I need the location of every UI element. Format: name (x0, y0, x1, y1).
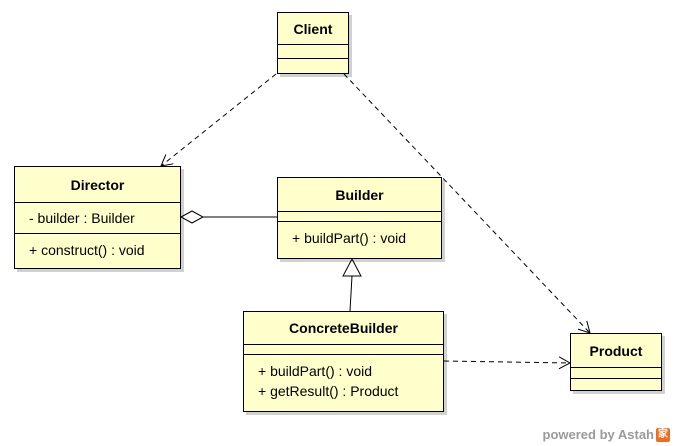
class-operations-product (571, 379, 661, 390)
operation-buildpart: + buildPart() : void (292, 230, 406, 246)
class-concretebuilder[interactable]: ConcreteBuilder + buildPart() : void + g… (243, 311, 444, 412)
class-operations-builder: + buildPart() : void (278, 222, 441, 258)
generalization-line-concretebuilder-builder (349, 275, 353, 312)
class-client[interactable]: Client (277, 12, 349, 74)
class-builder[interactable]: Builder + buildPart() : void (277, 177, 442, 259)
footer-text: powered by Astah (542, 427, 654, 442)
class-operations-client (278, 59, 348, 73)
operation-buildpart: + buildPart() : void (258, 363, 372, 379)
class-attributes-product (571, 368, 661, 379)
operation-construct: + construct() : void (29, 242, 145, 258)
class-operations-director: + construct() : void (15, 234, 180, 268)
class-name-builder: Builder (278, 178, 441, 212)
class-attributes-concretebuilder (244, 345, 443, 355)
class-name-director: Director (15, 167, 180, 203)
class-product[interactable]: Product (570, 333, 662, 391)
class-name-concretebuilder: ConcreteBuilder (244, 312, 443, 345)
aggregation-diamond-icon (179, 210, 205, 224)
powered-by-footer: powered by Astah 家 (543, 427, 670, 442)
class-director[interactable]: Director - builder : Builder + construct… (14, 166, 181, 269)
class-name-product: Product (571, 334, 661, 368)
class-name-client: Client (278, 13, 348, 45)
class-attributes-client (278, 45, 348, 59)
generalization-triangle-icon (342, 257, 362, 277)
class-operations-concretebuilder: + buildPart() : void + getResult() : Pro… (244, 355, 443, 411)
class-attributes-director: - builder : Builder (15, 203, 180, 234)
dependency-client-director (160, 73, 277, 167)
astah-logo-icon: 家 (656, 427, 670, 442)
dependency-client-product (343, 73, 591, 334)
operation-getresult: + getResult() : Product (258, 383, 399, 399)
attribute-builder: - builder : Builder (29, 210, 135, 226)
dependency-concretebuilder-product (443, 356, 572, 370)
class-attributes-builder (278, 212, 441, 222)
